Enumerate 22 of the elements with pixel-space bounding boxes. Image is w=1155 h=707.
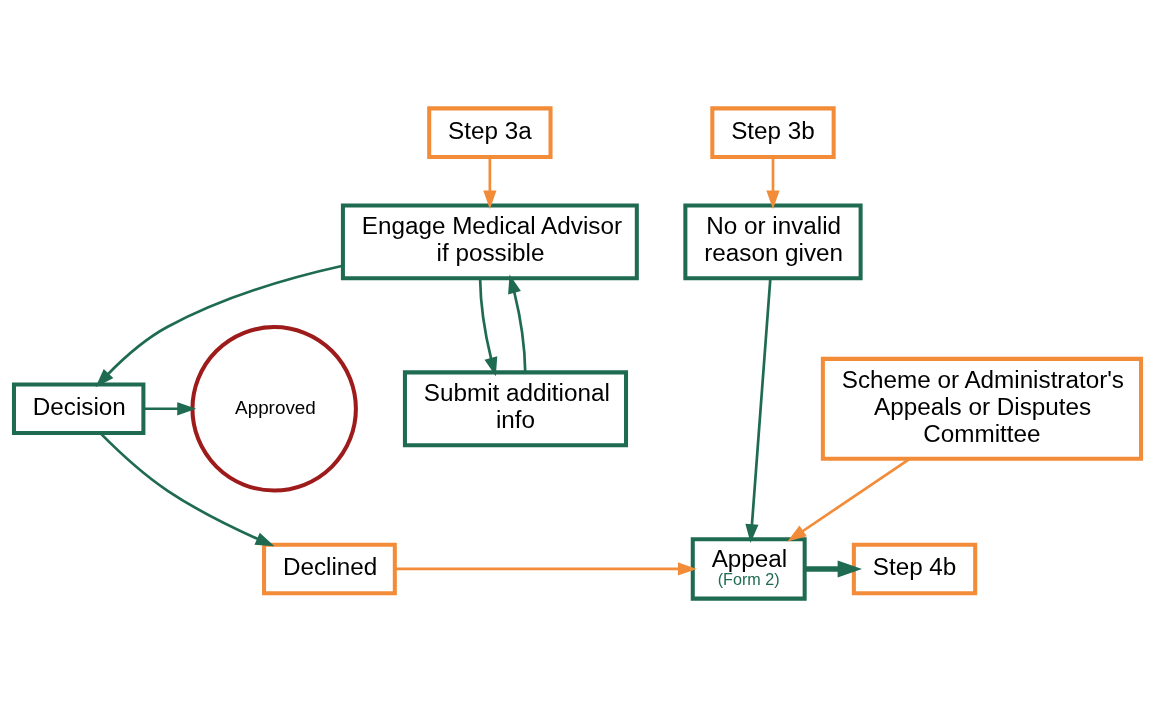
node-box: Scheme or Administrator's Appeals or Disputes Committee (820, 356, 1144, 461)
node-box: Appeal (Form 2) (690, 537, 807, 601)
arrow (95, 264, 344, 388)
arrow (787, 457, 911, 542)
node-box: Step 3a (427, 106, 553, 159)
node-box: Step 3b (710, 106, 836, 159)
arrow (766, 157, 780, 210)
arrow (745, 278, 772, 543)
node-box: Engage Medical Advisor if possible (340, 203, 639, 281)
node-box: Declined (262, 542, 397, 596)
arrow (99, 432, 275, 547)
node-box: Step 4b (851, 542, 978, 596)
arrow (483, 157, 497, 210)
arrow (805, 560, 862, 578)
node-box: No or invalid reason given (683, 203, 863, 281)
arrow (394, 562, 697, 576)
node-box: Decision (11, 382, 146, 436)
arrow (143, 402, 197, 416)
arrow (508, 274, 527, 373)
arrow (478, 278, 498, 377)
node-circle: Approved (190, 325, 358, 493)
node-box: Submit additional info (402, 370, 629, 448)
